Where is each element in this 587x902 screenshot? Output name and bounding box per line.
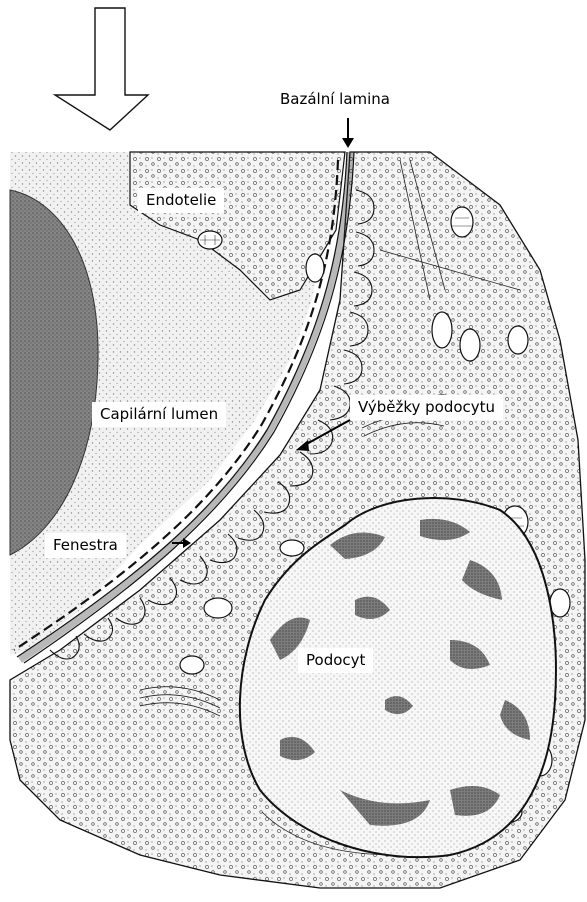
down-arrow-outline-icon xyxy=(55,8,148,130)
podocyte-label: Podocyt xyxy=(298,648,373,673)
podocyte-processes-label: Výběžky podocytu xyxy=(350,395,503,420)
fenestra-label: Fenestra xyxy=(45,533,126,558)
capillary-lumen-label: Capilární lumen xyxy=(92,402,226,427)
endothelium-label: Endotelie xyxy=(138,188,224,213)
basal-lamina-label: Bazální lamina xyxy=(280,92,390,107)
down-arrow-icon xyxy=(342,118,354,148)
